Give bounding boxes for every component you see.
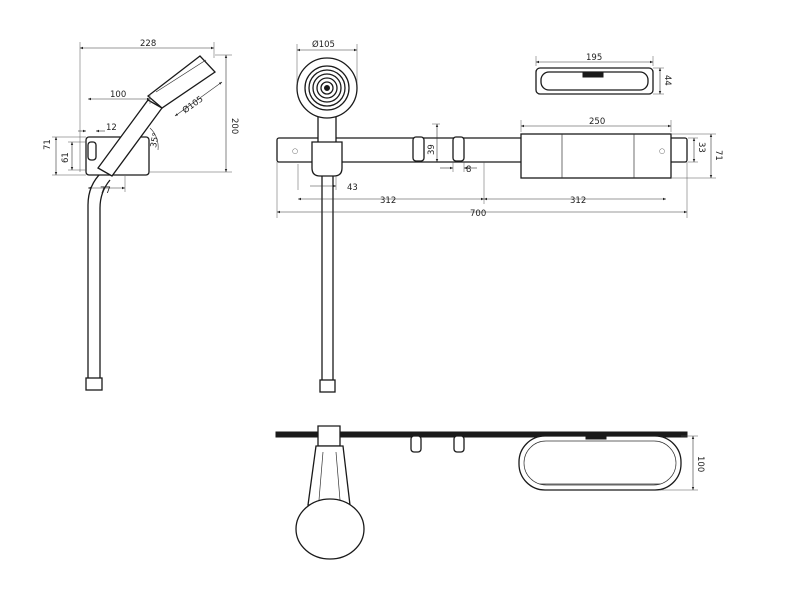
dim-front-700: 700 <box>470 209 486 219</box>
dim-front-43: 43 <box>347 183 358 193</box>
front-hook-left <box>412 136 425 162</box>
dim-side-61: 61 <box>61 152 71 163</box>
dim-front-71: 71 <box>713 150 723 161</box>
top-shower-head <box>295 498 365 560</box>
dim-front-312-right: 312 <box>570 196 586 206</box>
dim-side-71: 71 <box>43 139 53 150</box>
front-holder <box>311 141 343 177</box>
front-hose-nut <box>319 379 336 393</box>
dim-side-228: 228 <box>140 39 156 49</box>
top-view: 100 <box>275 425 705 560</box>
front-rail-cap-right: ○ <box>659 147 665 155</box>
front-rail-cap-left: ○ <box>292 147 298 155</box>
side-hose-nut <box>85 377 103 391</box>
dim-top-100: 100 <box>695 456 705 472</box>
top-shelf <box>518 435 682 491</box>
front-view: ○ Ø105 39 8 <box>276 39 723 393</box>
dim-front-312-left: 312 <box>380 196 396 206</box>
dim-front-head-diameter: Ø105 <box>312 39 335 50</box>
top-rail <box>275 431 688 438</box>
top-hook-right <box>453 435 465 453</box>
dim-front-250: 250 <box>589 117 605 127</box>
top-hook-left <box>410 435 422 453</box>
dim-side-200: 200 <box>229 118 239 134</box>
side-shower-head <box>146 55 216 109</box>
side-view: 228 100 12 Ø105 200 35° 71 61 77 <box>43 39 239 391</box>
top-holder <box>317 425 341 447</box>
front-shelf <box>520 133 672 179</box>
dim-side-100: 100 <box>110 90 126 100</box>
dim-front-39: 39 <box>427 144 437 155</box>
dim-front-44: 44 <box>662 75 672 86</box>
dim-side-angle: 35° <box>149 132 161 149</box>
front-hook-right <box>452 136 465 162</box>
dim-front-8: 8 <box>466 165 471 175</box>
dim-side-12: 12 <box>106 123 117 133</box>
dim-side-77: 77 <box>100 186 111 196</box>
dim-front-33: 33 <box>696 142 706 153</box>
top-handle <box>307 445 351 506</box>
dim-front-195: 195 <box>586 53 602 63</box>
